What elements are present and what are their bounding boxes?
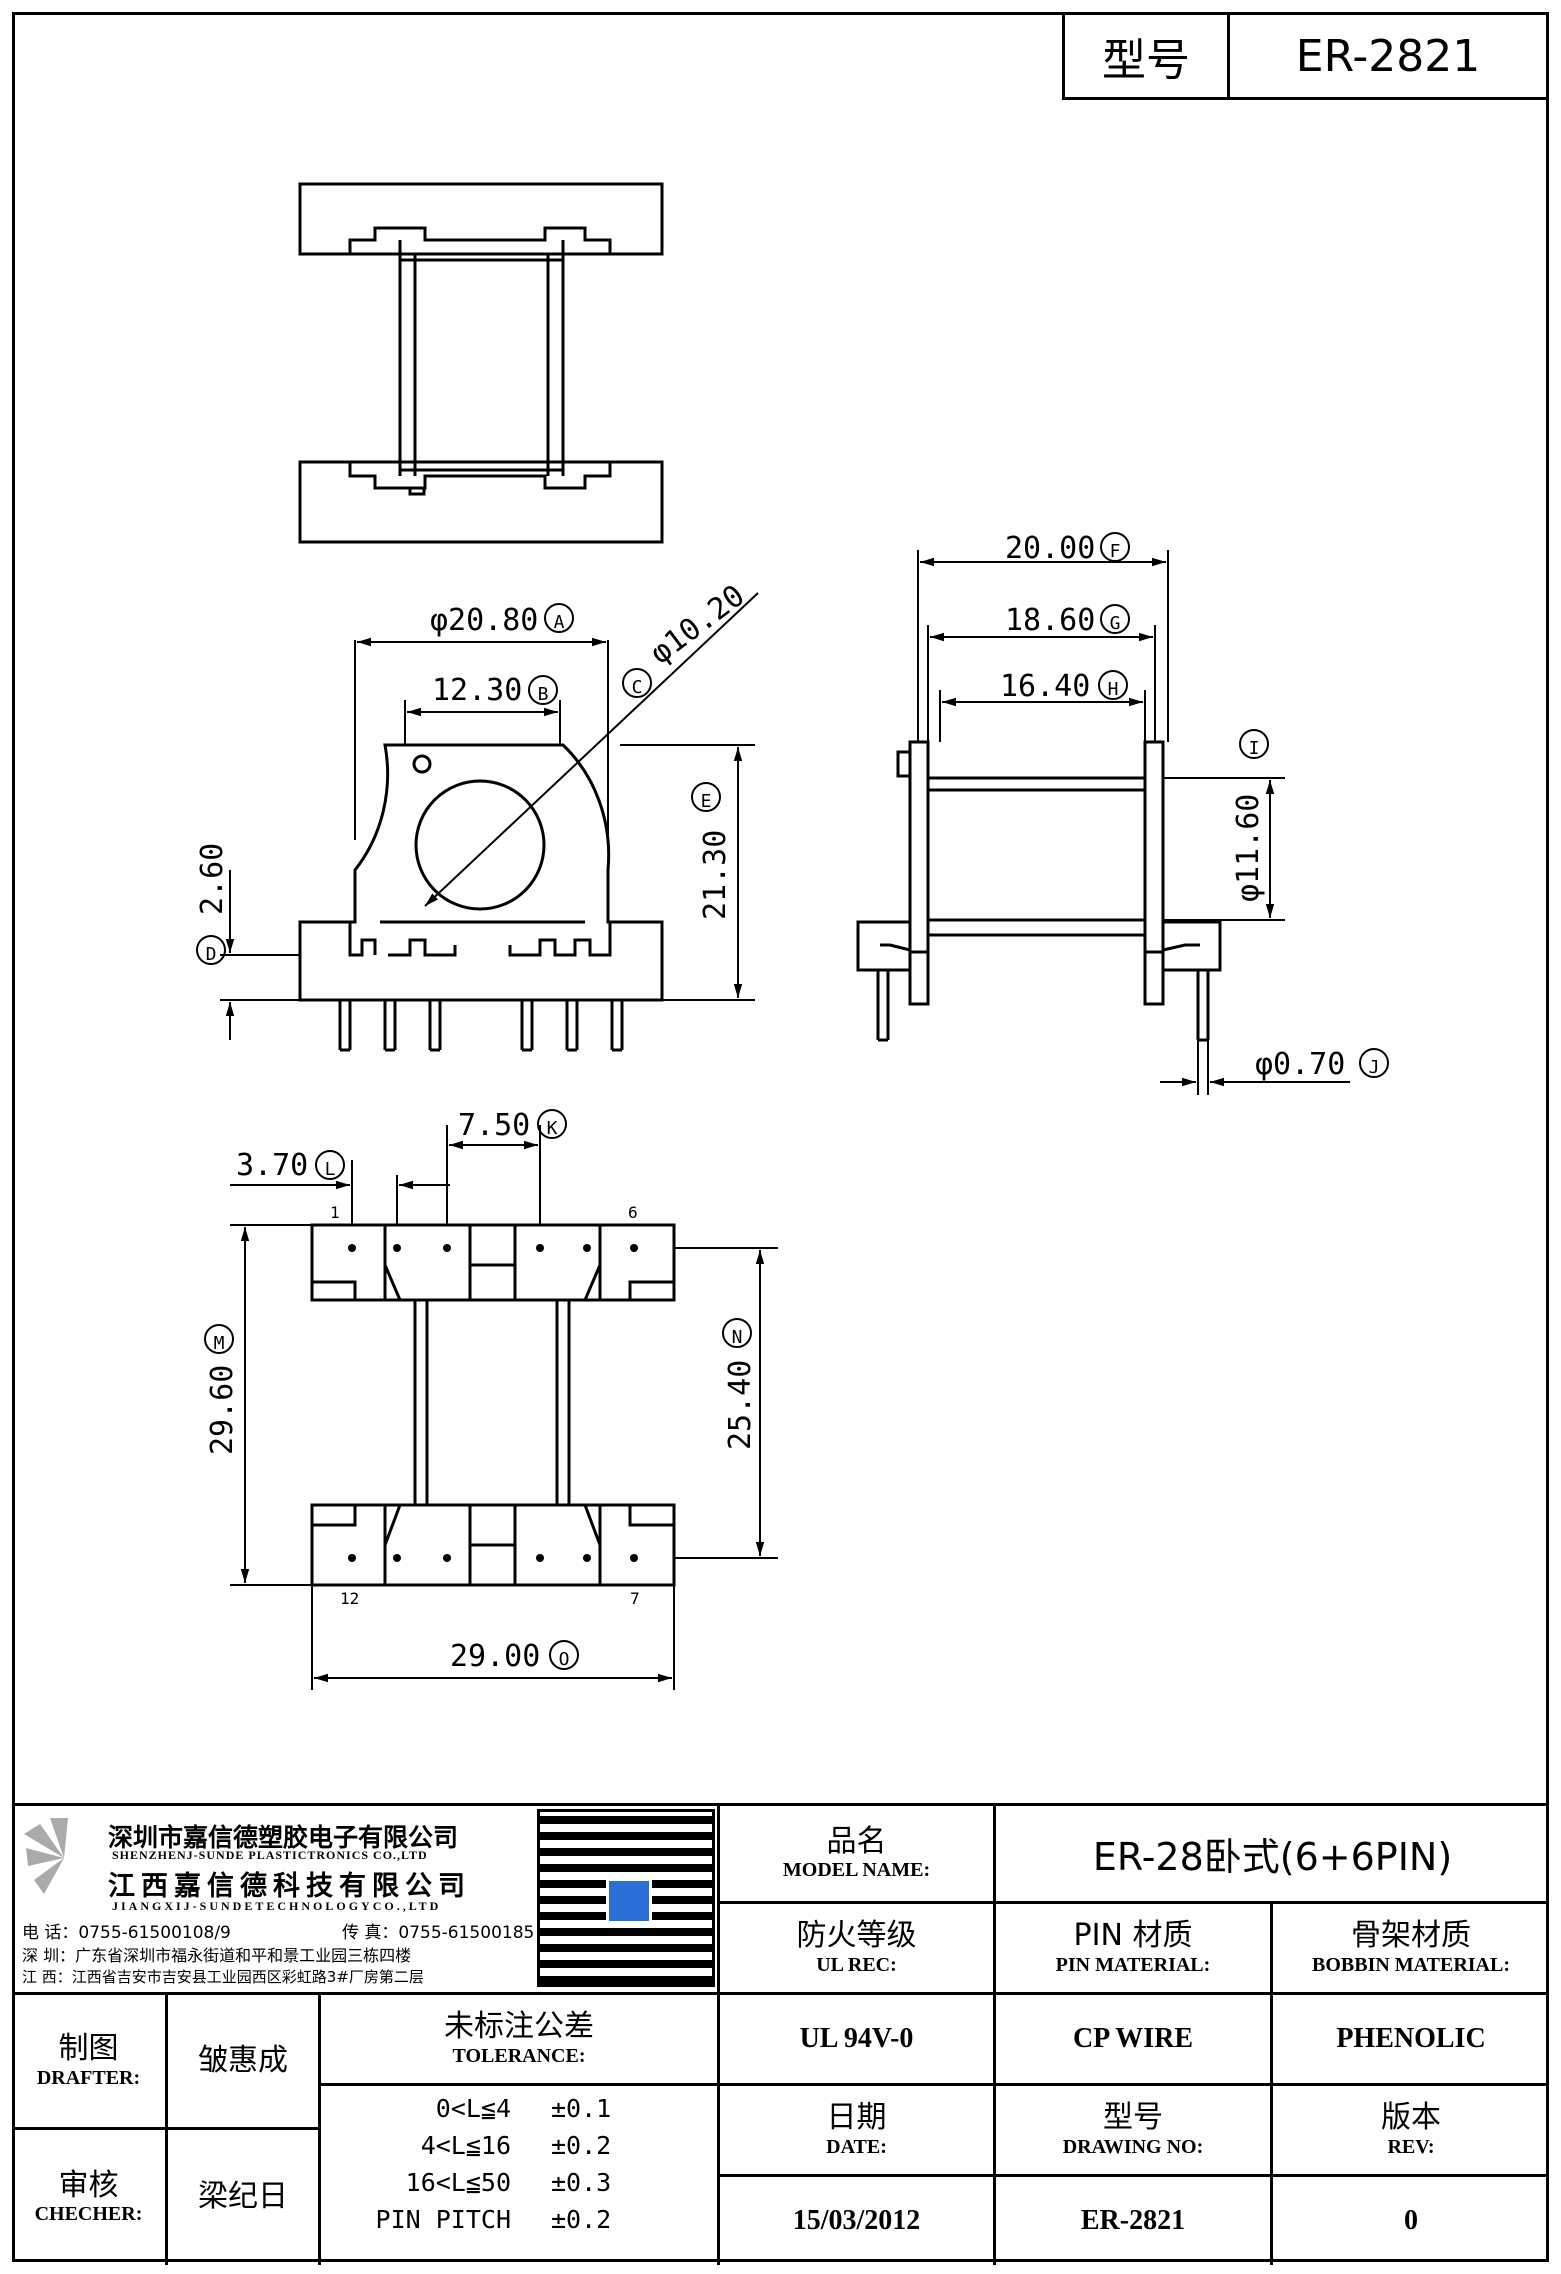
tolerance-table: 0<L≦4±0.1 4<L≦16±0.2 16<L≦50±0.3 PIN PIT… [375,2094,612,2234]
company-logo [20,1814,108,1902]
header-value: ER-2821 [1295,30,1481,82]
model-name-label: 品名 MODEL NAME: [782,1823,931,1882]
company-name-cn-2: 江西嘉信德科技有限公司 [108,1871,471,1902]
dim-J-value: φ0.70 [1255,1047,1345,1082]
dim-N-value: 25.40 [723,1360,758,1450]
technical-drawing: φ20.80 A 12.30 B φ10.20 C 2.60 D 21.30 E… [195,182,1389,1690]
dim-H-value: 16.40 [1000,669,1090,704]
dim-E-value: 21.30 [698,830,733,920]
dim-A-letter: A [554,612,565,633]
dim-A-value: φ20.80 [430,603,538,638]
company-phone: 电 话：0755-61500108/9 [22,1923,231,1943]
dim-F-letter: F [1110,541,1121,562]
side-view [856,740,1222,1042]
bobbin-material-value: PHENOLIC [1336,2023,1486,2054]
dim-G-letter: G [1110,613,1121,634]
dim-K-value: 7.50 [458,1108,530,1143]
header-box: 型号 ER-2821 [1062,12,1549,100]
dim-B-letter: B [538,684,549,705]
dim-E-letter: E [701,791,712,812]
drafter-value: 皱惠成 [198,2042,288,2078]
pin-material-value: CP WIRE [1072,2023,1194,2054]
pin-label-12: 12 [340,1589,359,1608]
header-label: 型号 [1102,35,1190,86]
dim-L-letter: L [325,1159,336,1180]
dim-H-letter: H [1108,679,1119,700]
company-name-cn-1: 深圳市嘉信德塑胶电子有限公司 [108,1823,459,1852]
drawing-no-value: ER-2821 [1080,2205,1186,2236]
checker-value: 梁纪日 [198,2179,288,2215]
pin-label-1: 1 [330,1203,340,1222]
dim-O-value: 29.00 [450,1639,540,1674]
top-view [298,182,664,544]
company-name-en-1: SHENZHENJ-SUNDE PLASTICTRONICS CO.,LTD [112,1848,428,1862]
dim-B-value: 12.30 [432,673,522,708]
front-view [298,743,664,1052]
dim-L-value: 3.70 [236,1148,308,1183]
title-block: 深圳市嘉信德塑胶电子有限公司 SHENZHENJ-SUNDE PLASTICTR… [12,1803,1549,2265]
dim-D-letter: D [206,944,217,965]
dim-D-value: 2.60 [195,843,230,915]
company-address-jiangxi: 江 西：江西省吉安市吉安县工业园西区彩虹路3#厂房第二层 [22,1968,424,1986]
company-fax: 传 真：0755-61500185 [342,1923,535,1943]
company-info: 深圳市嘉信德塑胶电子有限公司 SHENZHENJ-SUNDE PLASTICTR… [12,1806,717,1992]
rev-value: 0 [1404,2205,1418,2236]
company-name-en-2: JIANGXIJ-SUNDETECHNOLOGYCO.,LTD [112,1899,442,1913]
qr-code [537,1809,715,1987]
bottom-view [310,1223,676,1587]
dim-K-letter: K [547,1118,558,1139]
company-address-shenzhen: 深 圳：广东省深圳市福永街道和平和景工业园三栋四楼 [22,1946,412,1965]
dim-C-value: φ10.20 [644,578,752,671]
drawing-sheet [12,12,1549,2262]
dim-G-value: 18.60 [1005,603,1095,638]
dim-O-letter: O [559,1649,570,1670]
date-value: 15/03/2012 [792,2205,921,2236]
ul-value: UL 94V-0 [799,2023,914,2054]
dim-C-letter: C [632,677,643,698]
pin-label-6: 6 [628,1203,638,1222]
model-name-value: ER-28卧式(6+6PIN) [1092,1835,1453,1879]
pin-label-7: 7 [630,1589,640,1608]
dim-M-letter: M [214,1333,225,1354]
dim-N-letter: N [732,1327,743,1348]
dim-J-letter: J [1369,1057,1380,1078]
dim-F-value: 20.00 [1005,531,1095,566]
dim-I-letter: I [1249,738,1260,759]
dim-M-value: 29.60 [205,1365,240,1455]
dim-I-value: φ11.60 [1231,794,1266,902]
